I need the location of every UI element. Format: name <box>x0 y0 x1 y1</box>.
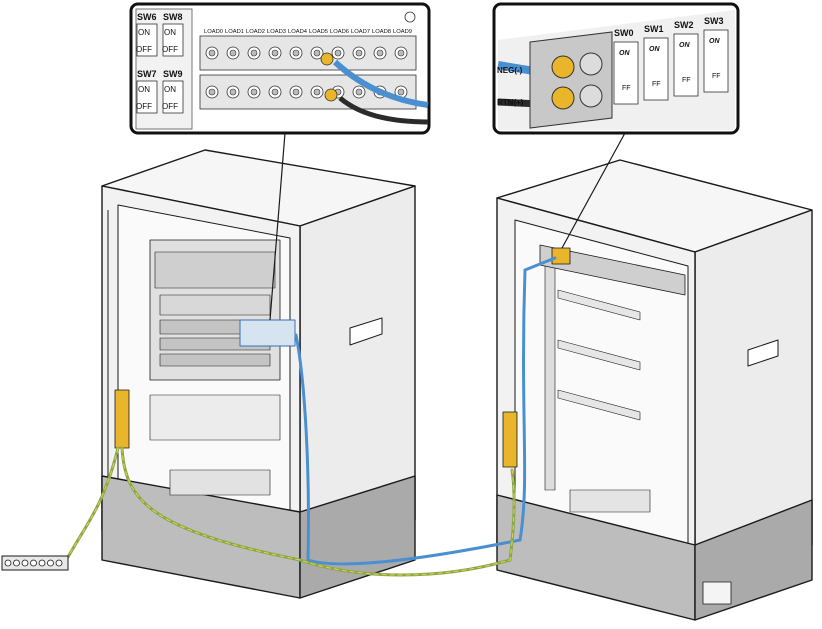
off-label-sw9: OFF <box>162 102 178 111</box>
cables <box>66 256 557 577</box>
ground-bar-hole <box>30 559 37 567</box>
terminal-screw-head <box>292 49 300 57</box>
switch-on-label: ON <box>679 42 690 49</box>
off-label-sw7: OFF <box>136 102 152 111</box>
callout-blue-cable <box>332 59 429 108</box>
on-label-sw6: ON <box>138 28 150 37</box>
switch-label-sw7: SW7 <box>137 69 157 79</box>
terminal-screw-head <box>376 49 384 57</box>
load-label-load8: LOAD8 <box>372 29 391 35</box>
terminal-screw-head <box>250 49 258 57</box>
terminal-screw-head <box>229 49 237 57</box>
left-cabinet <box>101 149 416 599</box>
terminal-screw-head <box>208 49 216 57</box>
terminal-screw-head <box>334 49 342 57</box>
terminal-screw-head <box>355 88 363 96</box>
on-label-sw8: ON <box>164 28 176 37</box>
switch-on-label: ON <box>709 38 720 45</box>
terminal-screw-head <box>313 49 321 57</box>
terminal-screw-head <box>250 88 258 96</box>
terminal-screw-head <box>208 88 216 96</box>
switch-label-sw0: SW0 <box>614 28 634 38</box>
circuit-breaker-switch <box>703 29 729 93</box>
load-label-load6: LOAD6 <box>330 29 349 35</box>
load-label-load0: LOAD0 <box>204 29 223 35</box>
terminal-screw-head <box>313 88 321 96</box>
terminal-label-neg: NEG(-) <box>497 66 523 75</box>
ground-bar-hole <box>47 559 54 567</box>
load-label-load3: LOAD3 <box>267 29 286 35</box>
switch-on-label: ON <box>619 50 630 57</box>
terminal-screw-head <box>355 49 363 57</box>
ground-bar-hole <box>38 559 46 567</box>
switch-label-sw1: SW1 <box>644 24 664 34</box>
switch-on-label: ON <box>649 46 660 53</box>
switch-label-sw9: SW9 <box>163 69 183 79</box>
terminal-screw-head <box>397 49 405 57</box>
terminal-label-rtn: RTN(+) <box>497 98 524 107</box>
switch-label-sw8: SW8 <box>163 12 183 22</box>
right-cabinet <box>496 159 813 621</box>
switch-label-sw3: SW3 <box>704 16 724 26</box>
external-ground-bar <box>1 555 69 571</box>
ground-bar-hole <box>4 559 12 567</box>
ground-bar-hole <box>21 559 29 567</box>
ground-bar-hole <box>13 559 20 567</box>
terminal-screw-head <box>229 88 237 96</box>
off-label-sw6: OFF <box>136 45 152 54</box>
on-label-sw7: ON <box>138 85 150 94</box>
terminal-screw-head <box>292 88 300 96</box>
switch-label-sw6: SW6 <box>137 12 157 22</box>
load-label-load9: LOAD9 <box>393 29 412 35</box>
terminal-screw-head <box>397 88 405 96</box>
callout-black-cable <box>338 96 429 125</box>
terminal-screw-head <box>271 88 279 96</box>
switch-off-label: FF <box>652 81 661 88</box>
leader-line-right <box>561 132 626 249</box>
on-label-sw9: ON <box>164 85 176 94</box>
load-label-load4: LOAD4 <box>288 29 308 35</box>
circuit-breaker-switch <box>673 33 699 97</box>
switch-off-label: FF <box>682 77 691 84</box>
callout-left: SW6 SW8 SW7 SW9 ON OFF ON OFF ON OFF ON … <box>129 2 431 135</box>
switch-label-sw2: SW2 <box>674 20 694 30</box>
load-label-load7: LOAD7 <box>351 29 370 35</box>
switch-off-label: FF <box>622 85 631 92</box>
circuit-breaker-switch <box>643 37 669 101</box>
circuit-breaker-switch <box>613 41 639 105</box>
leader-line-left <box>269 132 286 321</box>
blue-power-cable <box>294 256 557 566</box>
switch-off-label: FF <box>712 73 721 80</box>
ground-bar-hole <box>55 559 63 567</box>
off-label-sw8: OFF <box>162 45 178 54</box>
terminal-screw-head <box>271 49 279 57</box>
load-label-load5: LOAD5 <box>309 29 328 35</box>
load-label-load1: LOAD1 <box>225 29 244 35</box>
load-label-load2: LOAD2 <box>246 29 265 35</box>
